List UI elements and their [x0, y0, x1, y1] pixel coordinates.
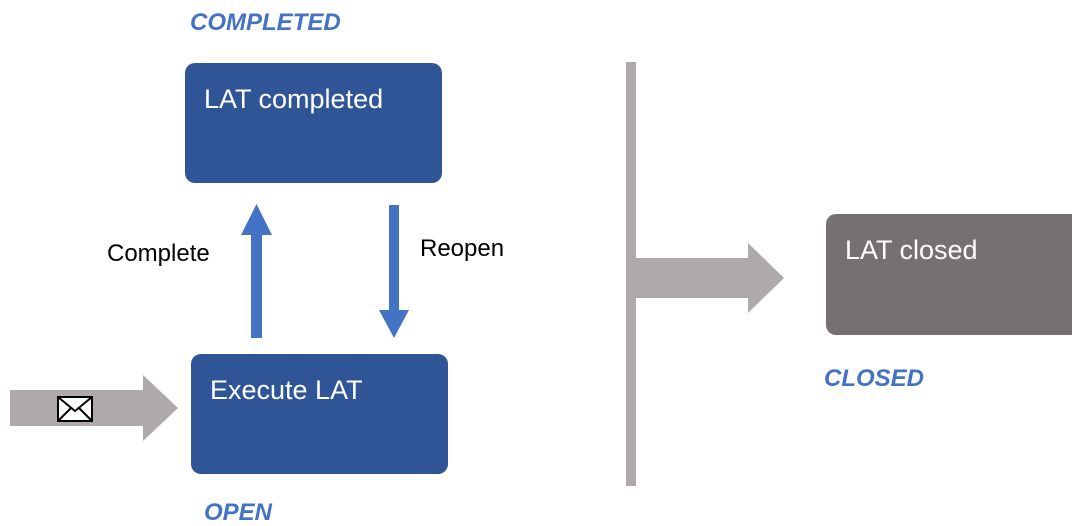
close-flow-arrow: [636, 243, 784, 313]
envelope-icon: [57, 396, 93, 422]
incoming-arrow: [10, 375, 178, 441]
complete-arrow: [241, 204, 272, 338]
box-lat-completed[interactable]: LAT completed: [185, 63, 442, 183]
box-lat-completed-label: LAT completed: [204, 84, 384, 114]
box-execute-lat-label: Execute LAT: [210, 375, 363, 405]
transition-label-complete: Complete: [107, 240, 210, 267]
state-label-closed: CLOSED: [824, 365, 925, 392]
transition-label-reopen: Reopen: [420, 235, 505, 262]
box-lat-closed-label: LAT closed: [845, 235, 978, 265]
state-label-completed: COMPLETED: [190, 9, 341, 36]
box-lat-closed[interactable]: LAT closed: [826, 214, 1072, 335]
divider-bar: [626, 62, 636, 486]
box-execute-lat[interactable]: Execute LAT: [191, 354, 448, 474]
state-label-open: OPEN: [204, 499, 273, 526]
reopen-arrow: [379, 205, 409, 338]
